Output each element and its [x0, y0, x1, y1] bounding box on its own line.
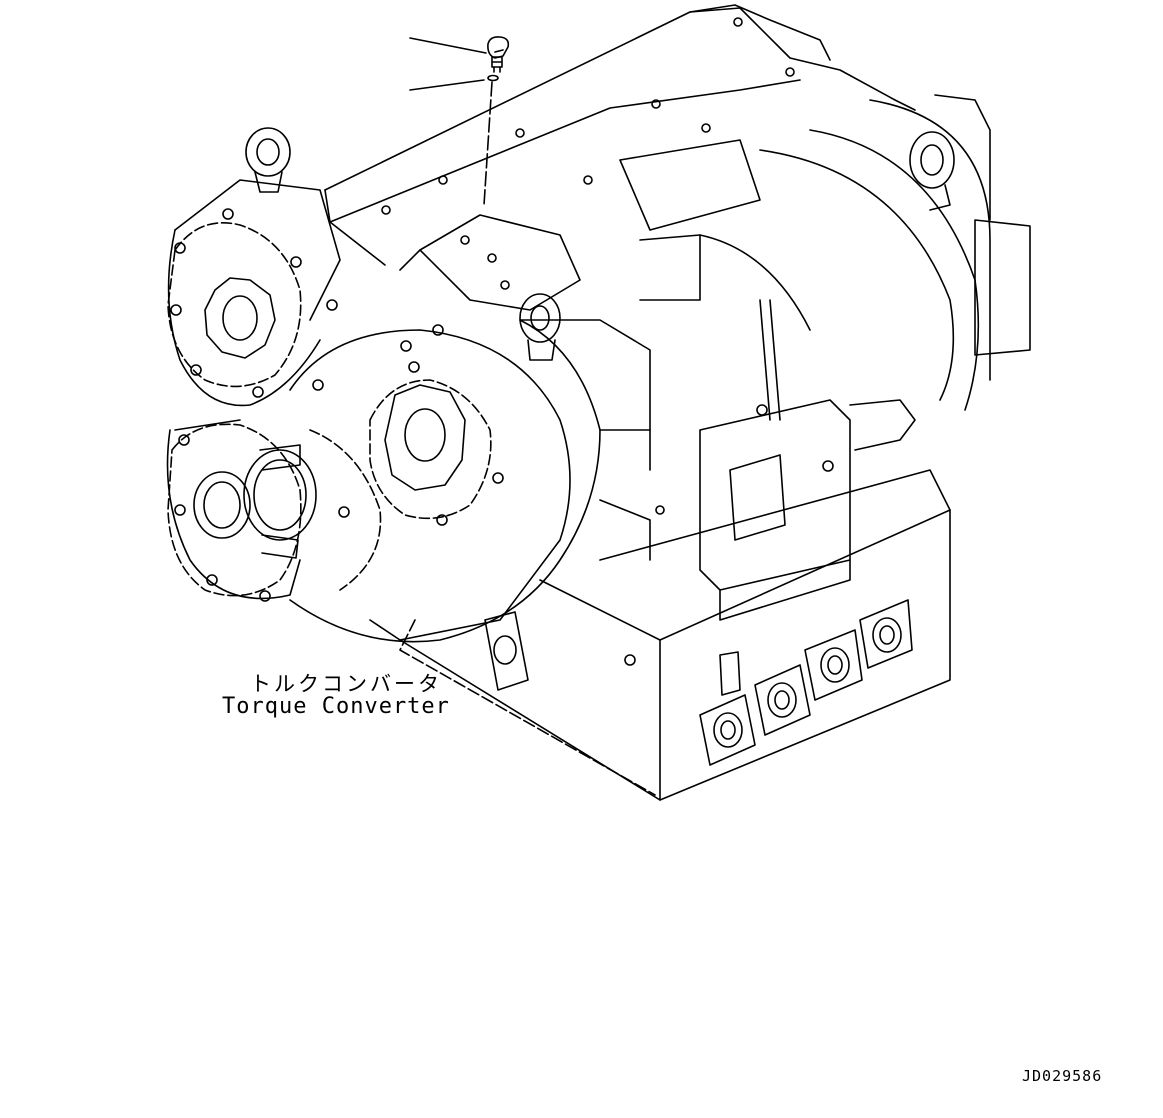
- output-flange-upper: [167, 221, 302, 388]
- lifting-eye-center: [519, 293, 561, 361]
- input-coupling: [243, 429, 382, 591]
- lifting-eye-left: [245, 127, 291, 193]
- lifting-eye-right: [909, 131, 955, 211]
- bolt-heads: [170, 17, 834, 666]
- output-flange-lower: [167, 423, 302, 597]
- assembly-line: [483, 81, 493, 206]
- component-label-en: Torque Converter: [222, 694, 450, 719]
- drawing-number: JD029586: [1022, 1067, 1103, 1085]
- output-flange-front: [369, 379, 492, 520]
- o-ring-part: [487, 74, 499, 82]
- leader-line-switch: [409, 37, 487, 54]
- port-plates: [484, 599, 913, 766]
- component-label-jp: トルクコンバータ: [250, 672, 442, 696]
- pressure-switch-part: [487, 36, 510, 73]
- leader-line-oring: [409, 79, 485, 91]
